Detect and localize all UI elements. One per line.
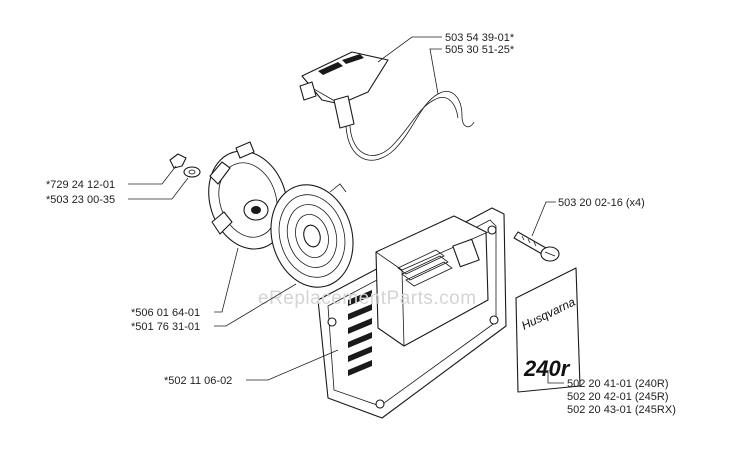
screw-and-washer (169, 153, 201, 178)
label-screw-x4: 503 20 02-16 (x4) (558, 197, 645, 209)
starter-handle (299, 51, 389, 129)
label-washer-1: *503 23 00-35 (46, 194, 115, 206)
label-housing: *502 11 06-02 (164, 375, 232, 387)
label-screw-1: *729 24 12-01 (46, 179, 115, 191)
label-handle-1: 503 54 39-01* (445, 32, 515, 44)
housing-screw (513, 231, 560, 262)
model-decal: Husqvarna 240r (515, 267, 581, 393)
leader-lines (128, 36, 564, 384)
label-decal-245r: 502 20 42-01 (245R) (567, 391, 669, 403)
starter-rope (345, 91, 475, 161)
starter-housing (317, 207, 507, 419)
decal-model: 240r (523, 356, 571, 381)
label-decal-245rx: 502 20 43-01 (245RX) (567, 404, 676, 416)
recoil-spring (270, 183, 354, 288)
starter-pulley (208, 141, 288, 250)
label-spring: *501 76 31-01 (131, 321, 200, 333)
watermark: eReplacementParts.com (258, 288, 477, 309)
label-decal-240r: 502 20 41-01 (240R) (567, 378, 669, 390)
label-handle-2: 505 30 51-25* (445, 44, 515, 56)
label-pulley: *506 01 64-01 (131, 307, 200, 319)
